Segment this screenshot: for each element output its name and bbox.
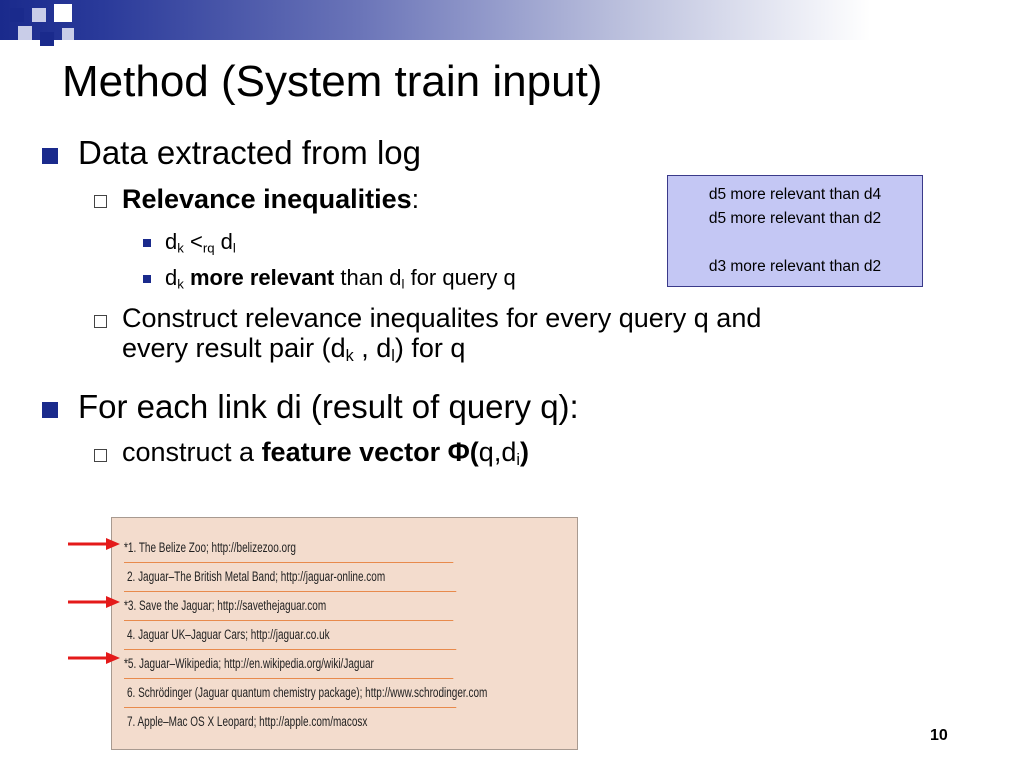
bullet-feature-vector: construct a feature vector Φ(q,di): [122, 437, 529, 470]
search-result-row: 6. Schrödinger (Jaguar quantum chemistry…: [124, 679, 487, 708]
header-square-icon: [54, 4, 72, 22]
header-square-icon: [18, 26, 32, 40]
bullet-construct-inequalities: Construct relevance inequalites for ever…: [122, 303, 762, 365]
search-result-row: 4. Jaguar UK–Jaguar Cars; http://jaguar.…: [124, 621, 457, 650]
square-bullet-icon: [42, 402, 58, 418]
slide-title: Method (System train input): [62, 57, 603, 106]
search-result-row: *3. Save the Jaguar; http://savethejagua…: [124, 592, 454, 621]
red-arrow-icon: [68, 596, 120, 608]
header-square-icon: [10, 8, 24, 22]
search-result-row: *5. Jaguar–Wikipedia; http://en.wikipedi…: [124, 650, 454, 679]
callout-line: d3 more relevant than d2: [708, 258, 882, 275]
square-bullet-icon: [143, 239, 151, 247]
header-square-icon: [62, 28, 74, 40]
hollow-square-bullet-icon: [94, 315, 107, 328]
callout-line: d5 more relevant than d2: [708, 210, 882, 227]
header-square-icon: [32, 8, 46, 22]
header-square-icon: [40, 32, 54, 46]
square-bullet-icon: [42, 148, 58, 164]
search-results-panel: *1. The Belize Zoo; http://belizezoo.org…: [111, 517, 578, 750]
header-gradient-bar: [0, 0, 1024, 40]
red-arrow-icon: [68, 652, 120, 664]
bullet-data-extracted: Data extracted from log: [78, 134, 421, 171]
bullet-relevance-inequalities: Relevance inequalities:: [122, 184, 420, 214]
search-result-row: *1. The Belize Zoo; http://belizezoo.org: [124, 534, 454, 563]
bullet-for-each-link: For each link di (result of query q):: [78, 388, 579, 425]
red-arrow-icon: [68, 538, 120, 550]
square-bullet-icon: [143, 275, 151, 283]
page-number: 10: [930, 727, 948, 744]
hollow-square-bullet-icon: [94, 449, 107, 462]
callout-line: [668, 231, 922, 255]
search-result-row: 2. Jaguar–The British Metal Band; http:/…: [124, 563, 457, 592]
bullet-dk-lt-dl: dk <rq dl: [165, 229, 236, 256]
relevance-callout-box: d5 more relevant than d4 d5 more relevan…: [667, 175, 923, 287]
search-result-row: 7. Apple–Mac OS X Leopard; http://apple.…: [126, 714, 368, 729]
callout-line: d5 more relevant than d4: [708, 186, 882, 203]
bullet-dk-more-relevant: dk more relevant than dl for query q: [165, 265, 516, 292]
hollow-square-bullet-icon: [94, 195, 107, 208]
